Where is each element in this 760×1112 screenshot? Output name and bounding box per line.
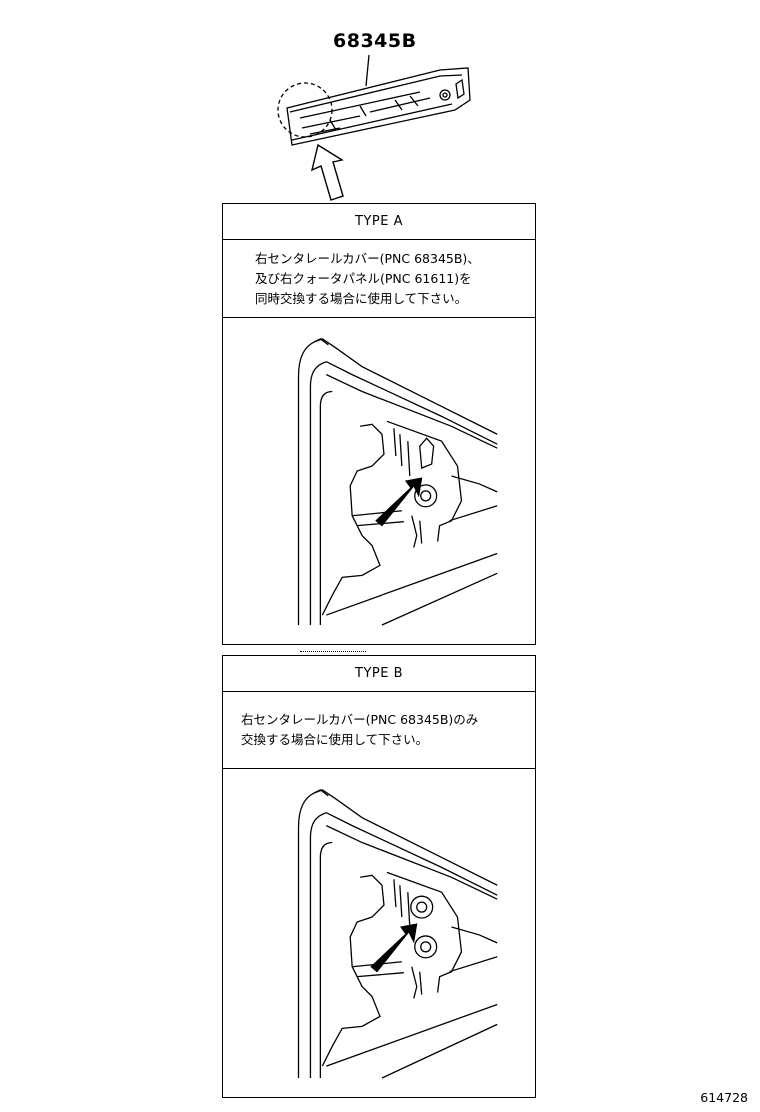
center-rail-cover-drawing	[277, 54, 471, 201]
type-b-note-line: 交換する場合に使用して下さい。	[241, 732, 429, 747]
type-b-panel: TYPE B 右センタレールカバー(PNC 68345B)のみ 交換する場合に使…	[222, 655, 536, 1098]
type-a-note-line: 同時交換する場合に使用して下さい。	[255, 290, 468, 306]
type-b-note: 右センタレールカバー(PNC 68345B)のみ 交換する場合に使用して下さい。	[223, 692, 535, 769]
separator	[300, 651, 366, 652]
direction-arrow-icon	[310, 143, 344, 201]
type-b-cut-drawing	[297, 789, 498, 1079]
type-b-header: TYPE B	[223, 656, 535, 692]
type-a-panel: TYPE A 右センタレールカバー(PNC 68345B)、 及び右クォータパネ…	[222, 203, 536, 645]
part-number-label: 68345B	[333, 30, 417, 52]
type-a-note-line: 右センタレールカバー(PNC 68345B)、	[255, 250, 480, 266]
type-a-note-line: 及び右クォータパネル(PNC 61611)を	[255, 270, 472, 286]
type-a-note: 右センタレールカバー(PNC 68345B)、 及び右クォータパネル(PNC 6…	[223, 240, 535, 318]
type-a-cut-drawing	[297, 338, 498, 626]
type-a-header: TYPE A	[223, 204, 535, 240]
pointer-arrow-icon	[375, 477, 423, 527]
reference-code: 614728	[700, 1090, 748, 1105]
type-b-note-line: 右センタレールカバー(PNC 68345B)のみ	[241, 712, 479, 727]
pointer-arrow-icon	[370, 923, 418, 973]
